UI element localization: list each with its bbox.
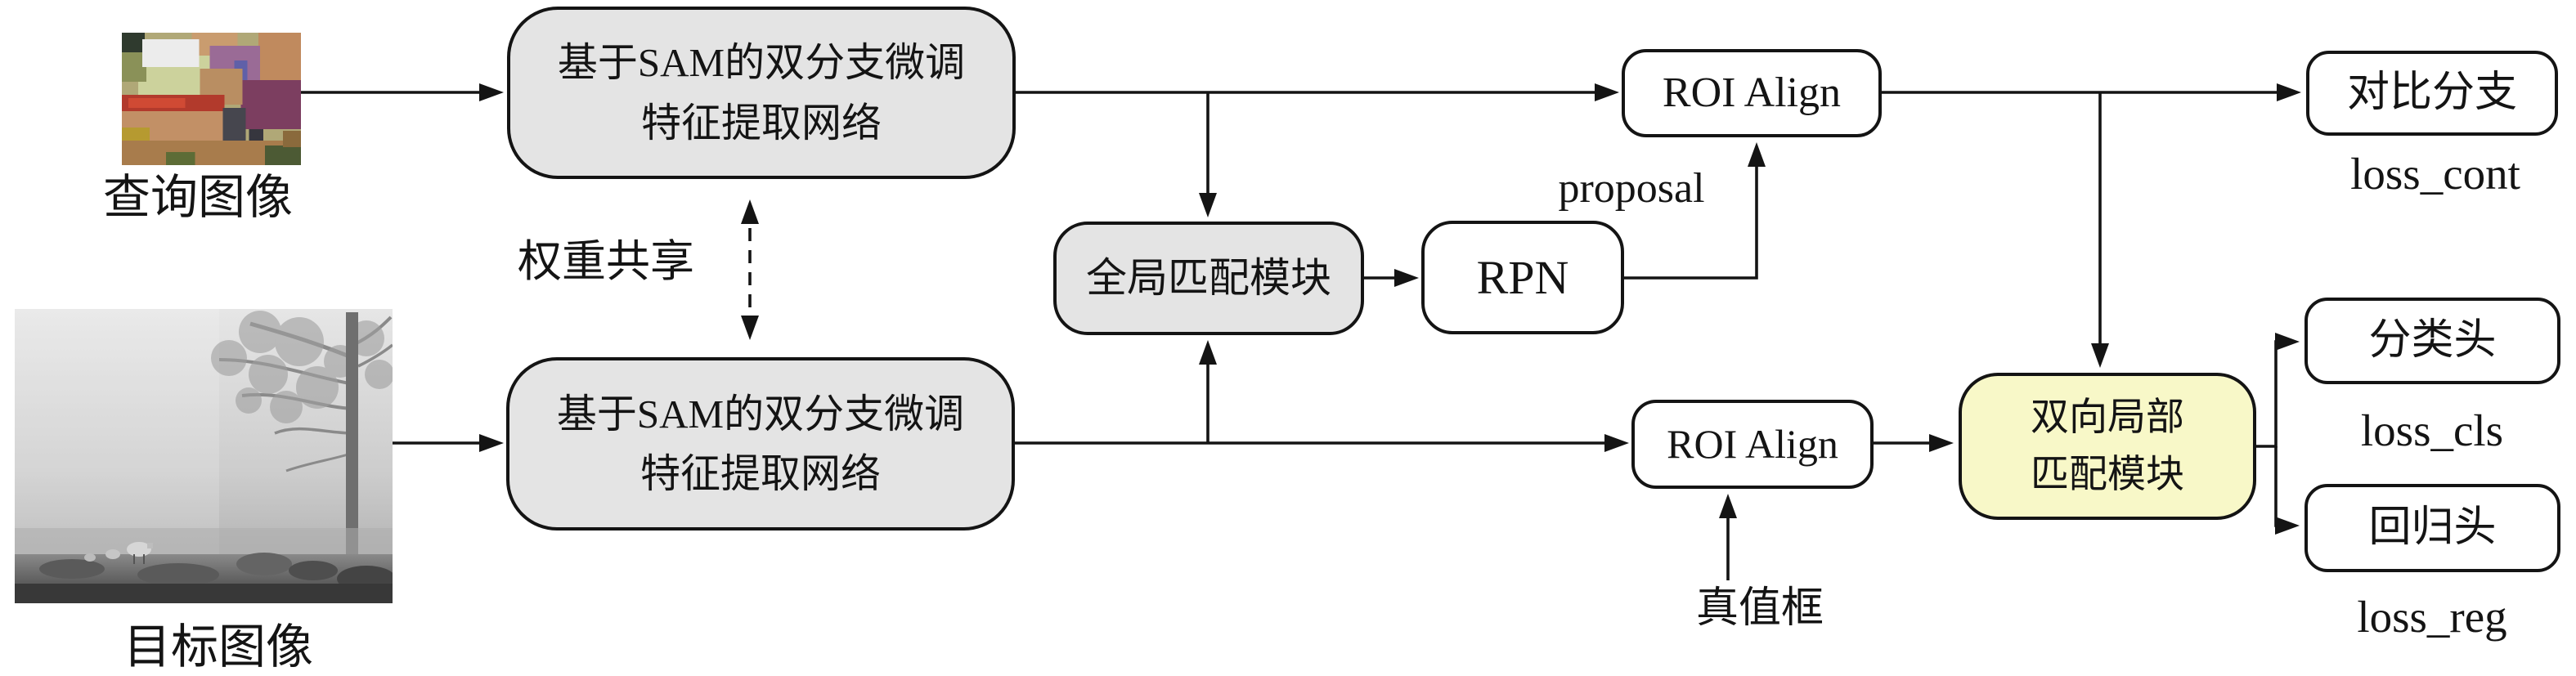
node-backbone-top: 基于SAM的双分支微调 特征提取网络 bbox=[507, 7, 1016, 179]
loss-cont-label: loss_cont bbox=[2350, 149, 2520, 199]
node-reg-head: 回归头 bbox=[2304, 484, 2560, 572]
query-image bbox=[122, 33, 301, 165]
node-backbone-bottom: 基于SAM的双分支微调 特征提取网络 bbox=[506, 357, 1015, 531]
target-image bbox=[15, 309, 393, 603]
loss-cls-label: loss_cls bbox=[2360, 405, 2504, 455]
backbone-bottom-line2: 特征提取网络 bbox=[640, 451, 881, 496]
backbone-top-line1: 基于SAM的双分支微调 bbox=[557, 40, 966, 85]
edge-rpn-proposal-to-roi-top bbox=[1624, 142, 1766, 280]
roi-align-bottom-label: ROI Align bbox=[1667, 421, 1838, 467]
node-roi-align-bottom: ROI Align bbox=[1631, 400, 1874, 489]
query-image-art bbox=[122, 33, 301, 165]
gt-box-label: 真值框 bbox=[1695, 585, 1824, 632]
node-contrast-branch: 对比分支 bbox=[2306, 51, 2558, 136]
node-global-match: 全局匹配模块 bbox=[1053, 222, 1364, 335]
global-match-label: 全局匹配模块 bbox=[1086, 255, 1331, 301]
node-cls-head: 分类头 bbox=[2304, 298, 2560, 384]
node-roi-align-top: ROI Align bbox=[1622, 49, 1882, 137]
weight-share-label: 权重共享 bbox=[518, 237, 694, 286]
reg-head-label: 回归头 bbox=[2368, 504, 2497, 551]
contrast-branch-label: 对比分支 bbox=[2346, 69, 2517, 116]
rpn-label: RPN bbox=[1476, 251, 1569, 304]
target-image-art bbox=[15, 309, 393, 603]
target-image-caption: 目标图像 bbox=[123, 620, 313, 674]
cls-head-label: 分类头 bbox=[2368, 317, 2497, 364]
backbone-top-line2: 特征提取网络 bbox=[640, 100, 882, 145]
loss-reg-label: loss_reg bbox=[2357, 592, 2507, 642]
node-local-match: 双向局部 匹配模块 bbox=[1959, 373, 2256, 520]
local-match-line1: 双向局部 bbox=[2031, 396, 2184, 439]
sheep-silhouettes bbox=[84, 542, 153, 564]
node-rpn: RPN bbox=[1421, 221, 1624, 334]
local-match-line2: 匹配模块 bbox=[2031, 454, 2184, 496]
backbone-bottom-line1: 基于SAM的双分支微调 bbox=[556, 391, 965, 436]
edge-local-match-to-reg-head bbox=[2274, 446, 2300, 535]
edge-local-match-to-cls-head bbox=[2256, 333, 2300, 448]
roi-align-top-label: ROI Align bbox=[1662, 69, 1842, 116]
query-image-caption: 查询图像 bbox=[102, 171, 293, 224]
proposal-label: proposal bbox=[1558, 165, 1705, 212]
